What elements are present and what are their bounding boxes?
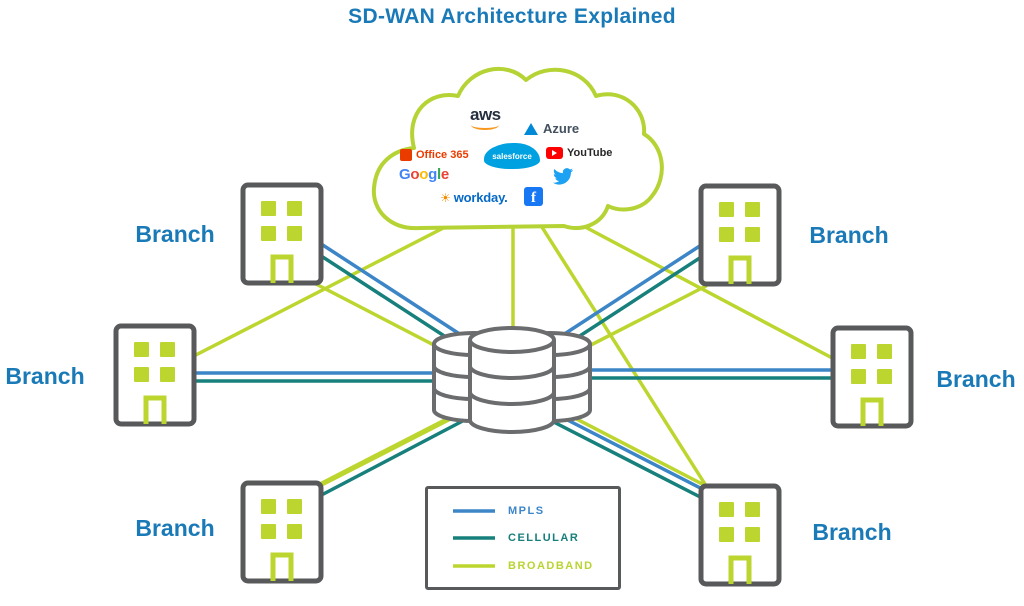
broadband-line-cloud-to-middle-left	[188, 220, 457, 360]
page-title: SD-WAN Architecture Explained	[348, 5, 676, 28]
workday-text: workday.	[453, 190, 508, 205]
google-letter: G	[399, 166, 411, 183]
legend-broadband-label: BROADBAND	[508, 559, 594, 572]
building-middle-right	[833, 328, 911, 426]
azure-text: Azure	[543, 121, 580, 136]
legend-cellular-label: CELLULAR	[508, 532, 580, 544]
twitter-bird-icon	[553, 168, 573, 190]
legend: MPLS CELLULAR BROADBAND	[425, 486, 621, 590]
google-letter: l	[437, 166, 441, 183]
workday-logo: ☀ workday.	[440, 190, 508, 205]
salesforce-logo: salesforce	[484, 143, 540, 169]
db-front-body	[468, 340, 556, 434]
cellular-line-bottom-left	[310, 412, 478, 502]
mpls-line-top-left	[310, 236, 480, 348]
workday-sun-icon: ☀	[440, 190, 451, 205]
google-letter: o	[419, 166, 429, 183]
aws-swoosh-icon	[471, 120, 500, 130]
aws-text: aws	[470, 105, 501, 124]
youtube-text: YouTube	[567, 147, 613, 159]
building-middle-left	[116, 326, 194, 424]
office365-text: Office 365	[416, 149, 469, 161]
branch-label-bottom-right: Branch	[812, 519, 892, 545]
mpls-lines	[188, 236, 836, 496]
broadband-line-cloud-to-middle-right	[570, 218, 838, 362]
facebook-f-letter: f	[531, 190, 536, 206]
azure-logo: Azure	[524, 121, 579, 136]
building-bottom-left	[243, 483, 321, 581]
google-letter: e	[440, 166, 449, 183]
branch-label-top-left: Branch	[135, 221, 215, 247]
google-logo: Google	[399, 166, 449, 183]
legend-item-broadband: BROADBAND	[452, 560, 618, 572]
legend-mpls-label: MPLS	[508, 504, 545, 517]
facebook-icon: f	[524, 187, 543, 206]
youtube-logo: YouTube	[546, 147, 612, 159]
azure-triangle-icon	[524, 122, 538, 135]
legend-item-mpls: MPLS	[452, 505, 618, 517]
branch-label-middle-right: Branch	[936, 366, 1016, 392]
branch-label-bottom-left: Branch	[135, 515, 215, 541]
aws-logo: aws	[470, 106, 501, 130]
db-front-ring	[468, 391, 556, 406]
legend-cellular-swatch	[453, 536, 495, 540]
google-letter: o	[410, 166, 420, 183]
legend-broadband-swatch	[453, 563, 495, 568]
building-top-left	[243, 185, 321, 283]
office365-logo: Office 365	[400, 149, 469, 161]
google-letter: g	[428, 166, 437, 183]
building-bottom-right	[701, 486, 779, 584]
legend-item-cellular: CELLULAR	[452, 532, 618, 544]
db-front-top	[468, 326, 556, 354]
db-front-ring	[468, 365, 556, 380]
cellular-line-bottom-right	[540, 414, 708, 502]
broadband-line-cloud-to-bottom-right	[538, 222, 712, 494]
youtube-play-triangle	[552, 150, 557, 156]
branch-label-middle-left: Branch	[5, 363, 85, 389]
datacenter-database-icon	[432, 326, 592, 434]
mpls-line-top-right	[544, 236, 714, 348]
twitter-bird-svg	[553, 168, 573, 185]
branch-label-top-right: Branch	[809, 222, 889, 248]
mpls-line-bottom-right	[546, 408, 714, 496]
youtube-play-icon	[546, 147, 563, 159]
office365-icon	[400, 149, 412, 161]
salesforce-text: salesforce	[492, 151, 532, 161]
building-top-right	[701, 186, 779, 284]
legend-mpls-swatch	[453, 508, 495, 513]
